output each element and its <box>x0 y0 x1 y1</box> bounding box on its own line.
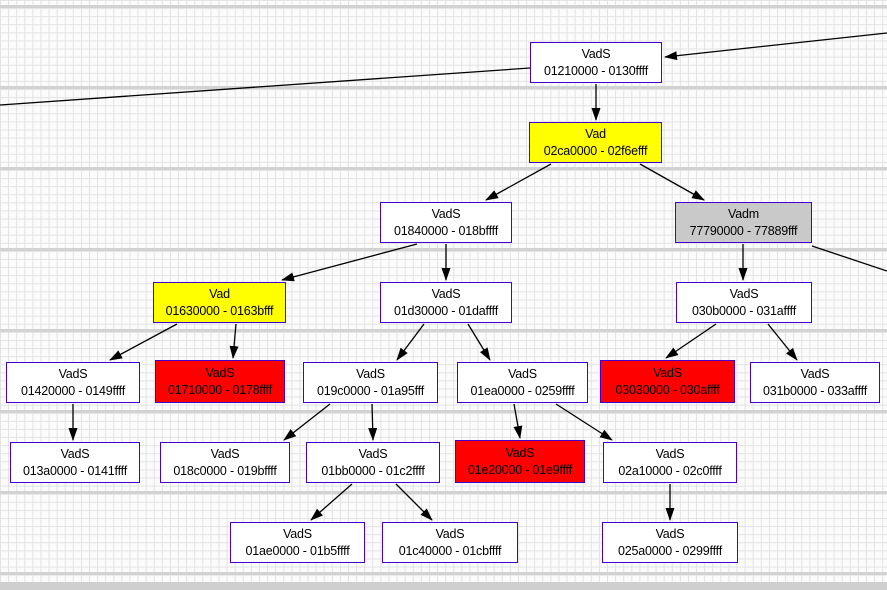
tree-edge-vads-019c0000-to-vads-01bb0000 <box>368 403 378 441</box>
node-range-label: 01420000 - 0149ffff <box>21 383 125 398</box>
tree-edge-vads-01d30000-to-vads-01ea0000 <box>467 323 491 361</box>
window-bottom-edge <box>0 582 887 590</box>
tree-edge-vads-01d30000-to-vads-019c0000 <box>396 323 425 361</box>
node-type-label: Vad <box>585 126 606 141</box>
tree-node-vads-025a0000: VadS 025a0000 - 0299ffff <box>602 522 738 563</box>
node-type-label: VadS <box>729 286 759 301</box>
node-range-label: 019c0000 - 01a95fff <box>317 383 424 398</box>
tree-node-vads-01e20000: VadS 01e20000 - 01e9ffff <box>455 440 585 483</box>
node-range-label: 031b0000 - 033affff <box>763 383 867 398</box>
node-type-label: VadS <box>508 366 537 381</box>
node-range-label: 01ae0000 - 01b5ffff <box>245 543 350 558</box>
node-range-label: 018c0000 - 019bffff <box>173 463 277 478</box>
tree-edge-vads-01ea0000-to-vads-02a10000 <box>555 403 613 441</box>
node-type-label: Vad <box>209 286 230 301</box>
tree-edge-offscreen-right-to-vads-01210000 <box>664 32 887 61</box>
tree-node-vads-02a10000: VadS 02a10000 - 02c0ffff <box>603 442 737 483</box>
tree-edge-vad-02ca0000-to-vadm-77790000 <box>639 163 705 201</box>
node-type-label: VadS <box>283 526 312 541</box>
node-type-label: VadS <box>58 366 88 381</box>
tree-node-vad-01630000: Vad 01630000 - 0163bfff <box>153 282 286 323</box>
tree-edge-vadm-77790000-to-offscreen-right <box>811 245 887 272</box>
node-range-label: 01630000 - 0163bfff <box>165 303 274 318</box>
tree-node-vads-01710000: VadS 01710000 - 0178ffff <box>155 360 285 403</box>
tree-node-vads-01ea0000: VadS 01ea0000 - 0259ffff <box>457 362 588 403</box>
tree-edge-vad-01630000-to-vads-01420000 <box>109 323 178 361</box>
node-type-label: VadS <box>210 446 240 461</box>
node-type-label: VadS <box>60 446 90 461</box>
node-type-label: VadS <box>655 446 685 461</box>
tree-edge-vad-01630000-to-vads-01710000 <box>229 323 239 359</box>
node-type-label: VadS <box>653 365 682 380</box>
node-range-label: 01d30000 - 01daffff <box>394 303 498 318</box>
node-type-label: VadS <box>655 526 685 541</box>
tree-edge-vads-030b0000-to-vads-03030000 <box>665 323 717 359</box>
node-type-label: VadS <box>431 286 461 301</box>
tree-edge-vads-01ea0000-to-vads-01e20000 <box>513 403 523 439</box>
node-range-label: 03030000 - 030affff <box>615 382 720 397</box>
node-range-label: 02a10000 - 02c0ffff <box>618 463 722 478</box>
node-range-label: 013a0000 - 0141ffff <box>23 463 127 478</box>
tree-edge-vads-019c0000-to-vads-018c0000 <box>283 403 331 441</box>
node-range-label: 77790000 - 77889fff <box>689 223 798 238</box>
tree-edge-vads-01840000-to-vad-01630000 <box>281 243 418 282</box>
tree-edge-vad-02ca0000-to-vads-01840000 <box>485 163 552 201</box>
tree-node-vads-031b0000: VadS 031b0000 - 033affff <box>750 362 880 403</box>
node-type-label: VadS <box>431 206 461 221</box>
tree-node-vads-01bb0000: VadS 01bb0000 - 01c2ffff <box>306 442 440 483</box>
tree-node-vads-01420000: VadS 01420000 - 0149ffff <box>6 362 140 403</box>
node-range-label: 01bb0000 - 01c2ffff <box>321 463 425 478</box>
tree-edge-offscreen-left-to-vads-01210000 <box>0 67 531 106</box>
node-range-label: 025a0000 - 0299ffff <box>618 543 722 558</box>
node-range-label: 01710000 - 0178ffff <box>168 382 272 397</box>
tree-node-vads-018c0000: VadS 018c0000 - 019bffff <box>160 442 290 483</box>
node-type-label: VadS <box>505 445 535 460</box>
tree-node-vad-02ca0000: Vad 02ca0000 - 02f6efff <box>529 122 662 163</box>
tree-node-vadm-77790000: Vadm 77790000 - 77889fff <box>675 202 812 243</box>
node-type-label: VadS <box>800 366 830 381</box>
tree-node-vads-019c0000: VadS 019c0000 - 01a95fff <box>303 362 438 403</box>
tree-node-vads-01d30000: VadS 01d30000 - 01daffff <box>380 282 512 323</box>
node-type-label: VadS <box>356 366 385 381</box>
tree-node-vads-01210000: VadS 01210000 - 0130ffff <box>530 42 662 83</box>
tree-node-vads-013a0000: VadS 013a0000 - 0141ffff <box>10 442 140 483</box>
node-range-label: 01840000 - 018bffff <box>394 223 498 238</box>
tree-node-vads-030b0000: VadS 030b0000 - 031affff <box>676 282 812 323</box>
node-range-label: 02ca0000 - 02f6efff <box>543 143 648 158</box>
node-range-label: 01210000 - 0130ffff <box>544 63 648 78</box>
tree-edge-vads-030b0000-to-vads-031b0000 <box>767 323 798 361</box>
node-range-label: 030b0000 - 031affff <box>692 303 796 318</box>
tree-node-vads-01ae0000: VadS 01ae0000 - 01b5ffff <box>230 522 365 563</box>
node-type-label: VadS <box>358 446 388 461</box>
tree-edge-vads-01bb0000-to-vads-01ae0000 <box>310 483 353 521</box>
node-type-label: VadS <box>205 365 235 380</box>
tree-node-vads-01840000: VadS 01840000 - 018bffff <box>380 202 512 243</box>
tree-edge-vads-01bb0000-to-vads-01c40000 <box>395 483 433 521</box>
tree-node-vads-03030000: VadS 03030000 - 030affff <box>600 360 735 403</box>
node-range-label: 01c40000 - 01cbffff <box>398 543 502 558</box>
node-type-label: Vadm <box>728 206 759 221</box>
node-type-label: VadS <box>581 46 611 61</box>
node-type-label: VadS <box>435 526 465 541</box>
node-range-label: 01e20000 - 01e9ffff <box>468 462 572 477</box>
tree-node-vads-01c40000: VadS 01c40000 - 01cbffff <box>382 522 518 563</box>
node-range-label: 01ea0000 - 0259ffff <box>470 383 575 398</box>
